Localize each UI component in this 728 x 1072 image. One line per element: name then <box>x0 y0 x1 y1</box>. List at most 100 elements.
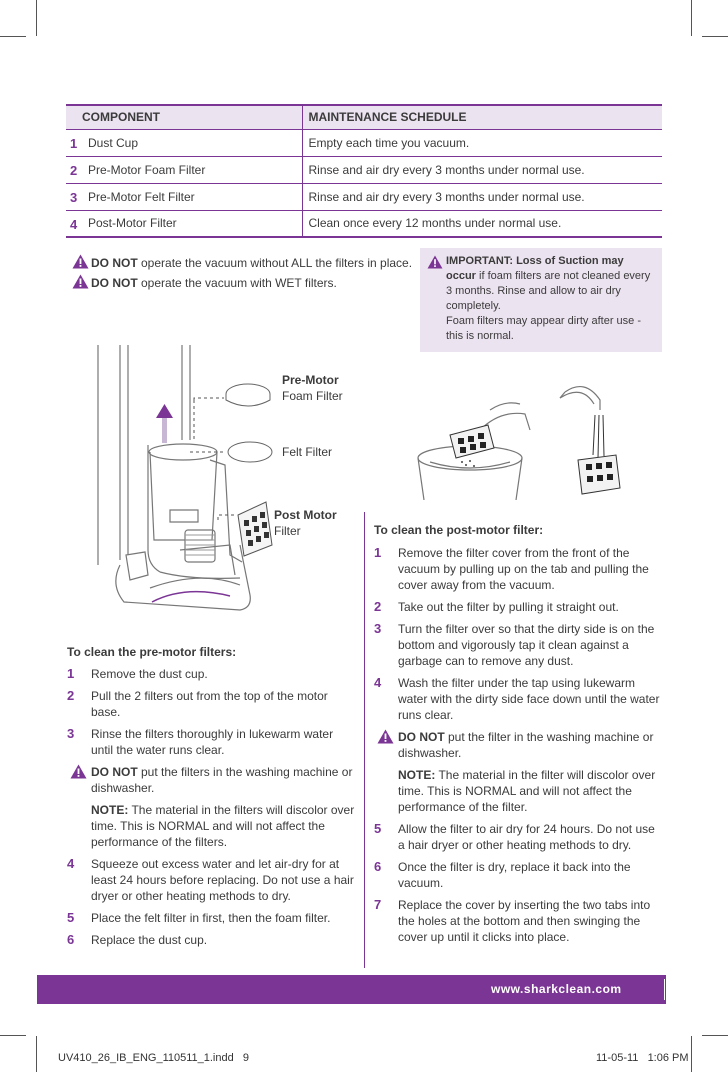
row-number: 4 <box>70 216 78 232</box>
important-title: IMPORTANT: Loss of Suction may occur <box>446 255 624 282</box>
step-number: 3 <box>374 621 382 636</box>
crop-mark <box>0 36 26 37</box>
step-number: 6 <box>374 859 382 874</box>
footer-url-link[interactable]: www.sharkclean.com <box>491 982 622 996</box>
schedule-cell: Empty each time you vacuum. <box>301 129 662 157</box>
step-number: 6 <box>67 932 75 947</box>
column-divider <box>364 512 365 968</box>
warning-bold: DO NOT <box>91 276 138 290</box>
warning-icon <box>377 729 394 744</box>
label-line: Felt Filter <box>282 445 333 459</box>
list-item: 3 Rinse the filters thoroughly in lukewar… <box>67 726 357 758</box>
step-text: Place the felt filter in first, then the… <box>91 911 331 925</box>
step-text: Take out the filter by pulling it straig… <box>398 600 619 614</box>
note: NOTE: The material in the filter will di… <box>374 767 662 815</box>
table-row: 3 Pre-Motor Felt Filter Rinse and air dry… <box>66 183 662 211</box>
list-item: 3 Turn the filter over so that the dirty … <box>374 621 662 669</box>
important-text: if foam filters are not cleaned every 3 … <box>446 270 651 312</box>
section-title: To clean the pre-motor filters: <box>67 645 237 659</box>
important-text-2: Foam filters may appear dirty after use … <box>446 315 642 342</box>
label-line: Filter <box>274 524 301 538</box>
step-text: Pull the 2 filters out from the top of t… <box>91 689 328 719</box>
note-label: NOTE: <box>91 803 129 817</box>
list-item: 2 Pull the 2 filters out from the top of … <box>67 688 357 720</box>
step-number: 2 <box>67 688 75 703</box>
step-text: Rinse the filters thoroughly in lukewarm… <box>91 727 334 757</box>
step-number: 1 <box>67 666 75 681</box>
print-slug-date: 11-05-11 1:06 PM <box>596 1052 689 1064</box>
list-item: 6 Replace the dust cup. <box>67 932 357 948</box>
filter-washing-illustration <box>417 385 621 500</box>
crop-mark <box>691 0 692 36</box>
warning-bold: DO NOT <box>91 256 138 270</box>
row-number: 3 <box>70 189 78 205</box>
footer-bar: www.sharkclean.com 9 <box>37 975 686 1004</box>
list-item: 6 Once the filter is dry, replace it back… <box>374 859 662 891</box>
note: NOTE: The material in the filters will d… <box>67 802 357 850</box>
note-text: The material in the filters will discolo… <box>91 803 355 849</box>
warning-icon <box>70 764 87 779</box>
crop-mark <box>0 1035 26 1036</box>
page-number: 9 <box>679 982 686 996</box>
step-text: Remove the filter cover from the front o… <box>398 546 649 592</box>
step-text: Turn the filter over so that the dirty s… <box>398 622 655 668</box>
component-cell: Dust Cup <box>88 135 139 150</box>
list-item: 5 Allow the filter to air dry for 24 hour… <box>374 821 662 853</box>
step-number: 5 <box>374 821 382 836</box>
list-item: 2 Take out the filter by pulling it strai… <box>374 599 662 615</box>
warning-bold: DO NOT <box>91 765 138 779</box>
step-text: Once the filter is dry, replace it back … <box>398 860 631 890</box>
schedule-cell: Rinse and air dry every 3 months under n… <box>301 183 662 211</box>
step-number: 2 <box>374 599 382 614</box>
schedule-cell: Rinse and air dry every 3 months under n… <box>301 156 662 184</box>
row-number: 2 <box>70 162 78 178</box>
label-line: Foam Filter <box>282 389 343 403</box>
step-text: Wash the filter under the tap using luke… <box>398 676 660 722</box>
note-text: The material in the filter will discolor… <box>398 768 656 814</box>
component-cell: Pre-Motor Foam Filter <box>88 162 206 177</box>
warning-line: DO NOT operate the vacuum with WET filte… <box>72 274 417 291</box>
component-cell: Pre-Motor Felt Filter <box>88 189 195 204</box>
label-line: Post Motor <box>274 508 337 522</box>
step-text: Allow the filter to air dry for 24 hours… <box>398 822 655 852</box>
warning-line: DO NOT put the filters in the washing ma… <box>67 764 357 796</box>
crop-mark <box>702 1035 728 1036</box>
step-number: 3 <box>67 726 75 741</box>
important-notice: IMPORTANT: Loss of Suction may occur if … <box>420 248 662 352</box>
vacuum-filter-illustration <box>97 345 273 611</box>
step-number: 7 <box>374 897 382 912</box>
step-number: 4 <box>67 856 75 871</box>
table-header-schedule: MAINTENANCE SCHEDULE <box>301 104 662 130</box>
list-item: 5 Place the felt filter in first, then th… <box>67 910 357 926</box>
crop-mark <box>36 0 37 36</box>
schedule-cell: Clean once every 12 months under normal … <box>301 210 662 238</box>
step-number: 1 <box>374 545 382 560</box>
warning-text: operate the vacuum with WET filters. <box>137 276 337 290</box>
general-warnings: DO NOT operate the vacuum without ALL th… <box>72 254 417 291</box>
step-text: Replace the dust cup. <box>91 933 208 947</box>
warning-text: operate the vacuum without ALL the filte… <box>137 256 413 270</box>
warning-line: DO NOT operate the vacuum without ALL th… <box>72 254 417 271</box>
label-post-motor: Post Motor Filter <box>274 507 337 539</box>
label-pre-motor-foam: Pre-Motor Foam Filter <box>282 372 343 404</box>
label-line: Pre-Motor <box>282 373 339 387</box>
crop-mark <box>702 36 728 37</box>
warning-bold: DO NOT <box>398 730 445 744</box>
table-row: 2 Pre-Motor Foam Filter Rinse and air dry… <box>66 156 662 184</box>
warning-line: DO NOT put the filter in the washing mac… <box>374 729 662 761</box>
warning-text: put the filter in the washing machine or… <box>398 730 654 760</box>
warning-icon <box>72 254 89 269</box>
warning-text: put the filters in the washing machine o… <box>91 765 353 795</box>
step-text: Remove the dust cup. <box>91 667 208 681</box>
label-felt-filter: Felt Filter <box>282 444 332 460</box>
print-slug-file: UV410_26_IB_ENG_110511_1.indd 9 <box>58 1052 250 1064</box>
list-item: 1 Remove the filter cover from the front … <box>374 545 662 593</box>
warning-icon <box>72 274 89 289</box>
note-label: NOTE: <box>398 768 436 782</box>
step-number: 5 <box>67 910 75 925</box>
